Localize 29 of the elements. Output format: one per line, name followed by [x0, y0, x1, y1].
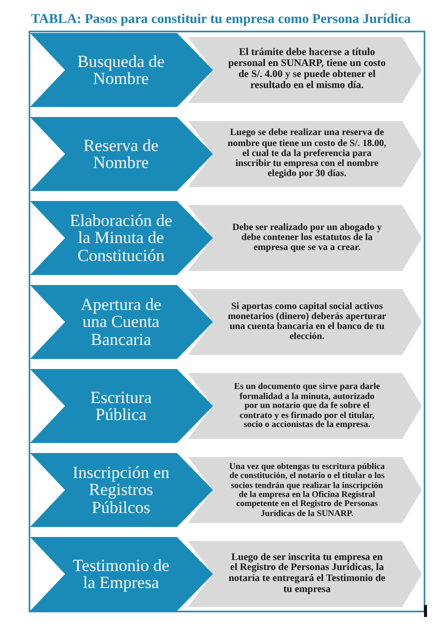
step-banner — [30, 201, 213, 275]
step-title: Testimonio de la Empresa — [72, 556, 170, 592]
step-description: Luego de ser inscrita tu empresa en el Registro de Personas Jurídicas, la notaría te entregará el Testimonio de tu empresa — [228, 552, 386, 596]
step-description: Si aportas como capital social activos monetarios (dinero) deberás aperturar una cuenta bancaria en el banco de tu elección. — [226, 302, 388, 342]
description-panel — [188, 457, 422, 523]
table-title: TABLA: Pasos para constituir tu empresa como Persona Jurídica — [31, 11, 411, 27]
step-title: Elaboración de la Minuta de Constitución — [68, 212, 174, 264]
step-description: Luego se debe realizar una reserva de nombre que tiene un costo de S/. 18.00, el cual te da la preferencia para inscribir tu empresa con el nombre elegido por 30 días. — [227, 128, 387, 180]
description-panel — [188, 541, 422, 607]
step-banner — [30, 285, 213, 359]
description-panel — [188, 289, 422, 355]
step-title: Reserva de Nombre — [82, 136, 160, 172]
step-description: Una vez que obtengas tu escritura pública de constitución, el notario o el titular o los socios tendrán que realizar la inscripción de la empresa en la Oficina Registral competente en el Registro de Personas Jurídicas de la SUNARP. — [228, 462, 386, 518]
step-title: Busqueda de Nombre — [76, 52, 166, 88]
description-panel — [188, 205, 422, 271]
description-panel — [188, 37, 422, 103]
step-title: Apertura de una Cuenta Bancaria — [80, 296, 162, 348]
step-title: Inscripción en Registros Púbilcos — [72, 464, 170, 516]
step-description: Debe ser realizado por un abogado y debe contener los estatutos de la empresa que se va a crear. — [232, 222, 382, 254]
step-description: El trámite debe hacerse a título personal en SUNARP, tiene un costo de S/. 4.00 y se puede obtener el resultado en el mismo día. — [227, 48, 387, 92]
step-banner — [30, 117, 213, 191]
description-panel — [188, 121, 422, 187]
step-banner — [30, 537, 213, 611]
step-banner — [30, 369, 213, 443]
step-description: Es un documento que sirve para darle formalidad a la minuta, autorizado por un notario que da fe sobre el contrato y es firmado por el titular, socio o accionistas de la empresa. — [232, 382, 381, 430]
step-banner — [30, 453, 213, 527]
description-panel — [188, 373, 422, 439]
step-title: Escritura Pública — [89, 388, 153, 424]
step-banner — [30, 33, 213, 107]
